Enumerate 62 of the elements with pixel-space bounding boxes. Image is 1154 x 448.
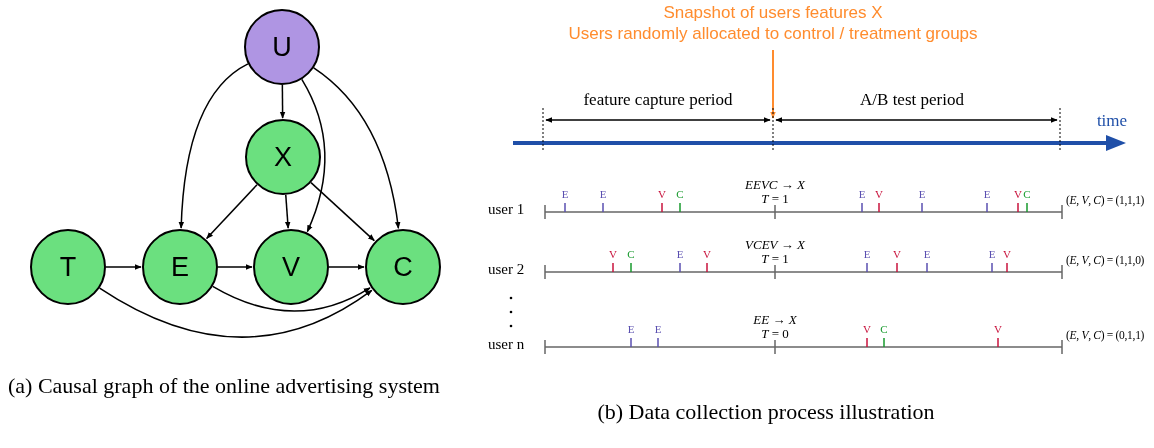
event-letter: E bbox=[983, 188, 991, 201]
outcome-label: (E, V, C) = (1,1,1) bbox=[1066, 194, 1145, 208]
annotation-text: Snapshot of users features X bbox=[663, 3, 883, 22]
arrow bbox=[279, 84, 286, 119]
event-letter: V bbox=[609, 248, 617, 261]
sequence-annotation: T = 0 bbox=[761, 327, 789, 342]
event-letter: C bbox=[627, 248, 635, 261]
event-letter: V bbox=[703, 248, 711, 261]
variable-circle: X bbox=[245, 119, 321, 195]
caption: (b) Data collection process illustration bbox=[597, 399, 935, 425]
arrow bbox=[178, 63, 249, 229]
arrow bbox=[217, 264, 253, 270]
caption: (a) Causal graph of the online advertising system bbox=[8, 372, 441, 399]
variable-circle: C bbox=[365, 229, 441, 305]
event-letter: E bbox=[988, 248, 996, 261]
user-label: user 1 bbox=[488, 201, 525, 219]
event-letter: E bbox=[654, 323, 662, 336]
arrow bbox=[328, 264, 365, 270]
sequence-annotation: EEVC → X bbox=[745, 178, 805, 193]
event-letter: E bbox=[918, 188, 926, 201]
outcome-label: (E, V, C) = (0,1,1) bbox=[1066, 329, 1145, 343]
event-letter: V bbox=[875, 188, 883, 201]
arrow bbox=[312, 67, 401, 229]
variable-circle: U bbox=[244, 9, 320, 85]
sequence-annotation: T = 1 bbox=[761, 252, 789, 267]
variable-circle: V bbox=[253, 229, 329, 305]
period-label: A/B test period bbox=[860, 90, 964, 110]
user-label: user n bbox=[488, 336, 525, 354]
arrow bbox=[284, 194, 291, 229]
event-letter: V bbox=[994, 323, 1002, 336]
arrow bbox=[310, 181, 375, 242]
event-letter: V bbox=[1003, 248, 1011, 261]
event-letter: E bbox=[858, 188, 866, 201]
event-letter: E bbox=[863, 248, 871, 261]
event-letter: E bbox=[561, 188, 569, 201]
event-letter: C bbox=[676, 188, 684, 201]
variable-circle: E bbox=[142, 229, 218, 305]
variable-circle: T bbox=[30, 229, 106, 305]
event-letter: C bbox=[880, 323, 888, 336]
sequence-annotation: EE → X bbox=[753, 313, 797, 328]
event-letter: E bbox=[923, 248, 931, 261]
arrow bbox=[301, 78, 326, 233]
arrow bbox=[211, 285, 371, 312]
period-label: feature capture period bbox=[583, 90, 733, 110]
event-letter: V bbox=[863, 323, 871, 336]
arrow bbox=[105, 264, 142, 270]
event-letter: E bbox=[676, 248, 684, 261]
sequence-annotation: VCEV → X bbox=[745, 238, 805, 253]
outcome-label: (E, V, C) = (1,1,0) bbox=[1066, 254, 1145, 268]
event-letter: E bbox=[599, 188, 607, 201]
event-letter: C bbox=[1023, 188, 1031, 201]
sequence-annotation: T = 1 bbox=[761, 192, 789, 207]
event-letter: V bbox=[658, 188, 666, 201]
axis-label: time bbox=[1096, 111, 1128, 131]
event-letter: V bbox=[1014, 188, 1022, 201]
user-label: user 2 bbox=[488, 261, 525, 279]
event-letter: V bbox=[893, 248, 901, 261]
annotation-text: Users randomly allocated to control / treatment groups bbox=[568, 24, 978, 43]
event-letter: E bbox=[627, 323, 635, 336]
arrow bbox=[205, 184, 258, 240]
leader-arrow bbox=[770, 49, 776, 119]
arrow bbox=[98, 287, 373, 338]
